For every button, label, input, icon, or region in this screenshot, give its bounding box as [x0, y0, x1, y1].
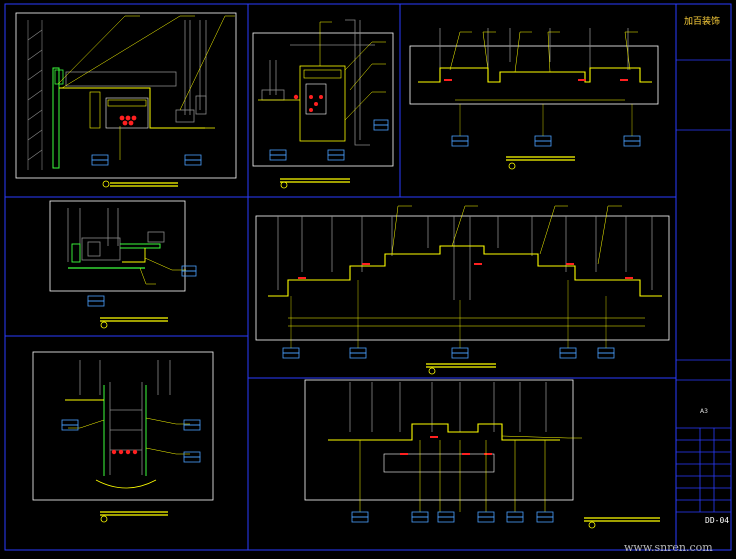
- company-name: 加百装饰: [684, 17, 721, 27]
- detail-b-soffit-section: [252, 19, 394, 189]
- watermark-text: www.snren.com: [624, 541, 713, 554]
- title-block: [676, 59, 731, 513]
- drawing-number: DD-04: [705, 516, 730, 525]
- detail-a-wall-ceiling-section: [15, 12, 237, 188]
- sheet-scale: A3: [700, 408, 708, 415]
- detail-f-shaft-section: [32, 351, 214, 523]
- detail-d-duct-section: [49, 200, 197, 329]
- detail-e-wide-stepped-ceiling: [255, 205, 670, 375]
- detail-c-stepped-ceiling: [409, 28, 659, 170]
- sheet-frame: [4, 3, 732, 551]
- detail-g-ceiling-section: [304, 379, 660, 529]
